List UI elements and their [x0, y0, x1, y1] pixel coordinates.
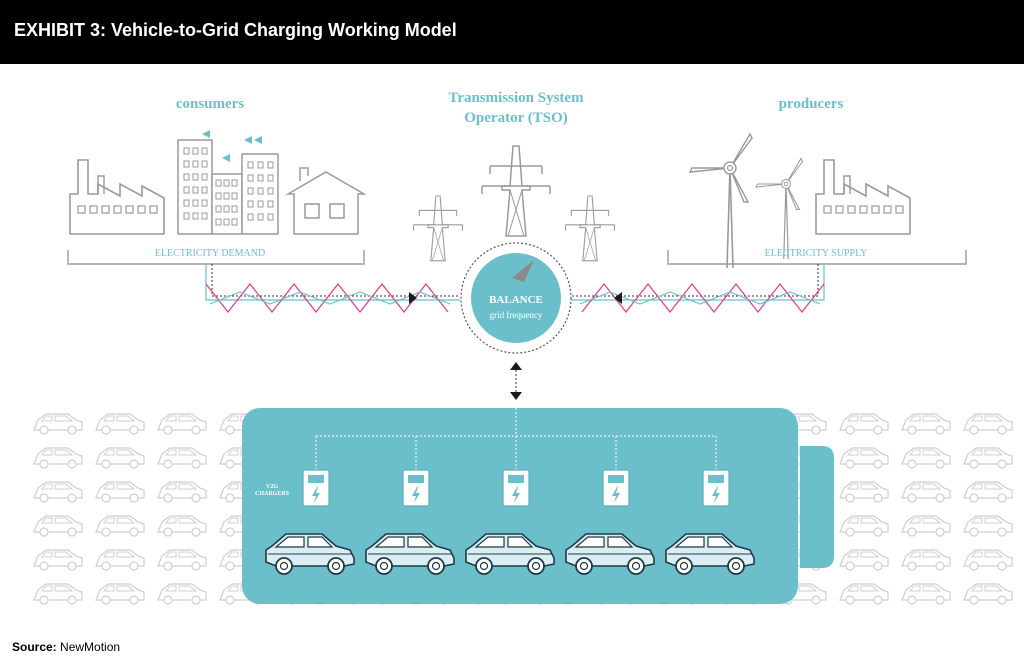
v2g-charger-icon — [602, 469, 630, 507]
parked-car-icon — [95, 515, 145, 537]
v2g-battery-panel: V2G CHARGERS — [242, 408, 834, 604]
parked-car-icon — [963, 583, 1013, 605]
parked-car-icon — [33, 583, 83, 605]
balance-grid-frequency: BALANCE grid frequency — [460, 242, 572, 354]
parked-car-icon — [95, 583, 145, 605]
parked-car-icon — [963, 413, 1013, 435]
parked-car-icon — [963, 549, 1013, 571]
parked-car-icon — [95, 447, 145, 469]
balance-subtitle: grid frequency — [490, 310, 543, 320]
parked-car-icon — [963, 481, 1013, 503]
gauge-needle-icon — [512, 260, 534, 282]
consumers-label: consumers — [176, 96, 244, 112]
source-value: NewMotion — [60, 640, 121, 654]
parked-car-icon — [963, 515, 1013, 537]
parked-car-icon — [157, 447, 207, 469]
parked-car-icon — [839, 549, 889, 571]
factory-icon — [815, 159, 911, 235]
v2g-charger-icon — [402, 469, 430, 507]
parked-car-icon — [901, 515, 951, 537]
house-icon — [285, 167, 367, 235]
parked-car-icon — [95, 413, 145, 435]
tso-label-line2: Operator (TSO) — [464, 110, 567, 126]
parked-car-icon — [33, 549, 83, 571]
parked-car-icon — [901, 481, 951, 503]
parked-car-icon — [839, 481, 889, 503]
supply-bracket — [667, 250, 967, 265]
parked-car-icon — [157, 515, 207, 537]
demand-signal-lines — [205, 264, 460, 313]
v2g-charger-icon — [302, 469, 330, 507]
source-label: Source: — [12, 640, 57, 654]
demand-bracket — [67, 250, 365, 265]
v2g-charger-icon — [702, 469, 730, 507]
parked-car-icon — [839, 583, 889, 605]
parked-car-icon — [839, 413, 889, 435]
parked-car-icon — [95, 549, 145, 571]
bidirectional-arrow-icon — [510, 362, 522, 400]
parked-car-icon — [839, 447, 889, 469]
parked-car-icon — [157, 481, 207, 503]
parked-car-icon — [901, 413, 951, 435]
supply-signal-lines — [570, 264, 825, 313]
parked-car-icon — [157, 583, 207, 605]
v2g-label-line2: CHARGERS — [255, 491, 290, 497]
consumers-illustration — [69, 130, 367, 235]
electricity-demand-label: ELECTRICITY DEMAND — [155, 248, 265, 259]
arrow-left-icon — [614, 292, 622, 304]
exhibit-header: EXHIBIT 3: Vehicle-to-Grid Charging Work… — [0, 0, 1024, 64]
parked-car-icon — [901, 447, 951, 469]
tso-label-line1: Transmission System — [448, 90, 584, 106]
producers-label: producers — [779, 96, 844, 112]
v2g-label-line1: V2G — [266, 484, 278, 490]
parked-car-icon — [157, 413, 207, 435]
battery-terminal — [800, 446, 834, 568]
balance-title: BALANCE — [489, 294, 543, 306]
parked-car-icon — [33, 413, 83, 435]
flag-icon — [202, 130, 262, 162]
source-note: Source: NewMotion — [12, 640, 120, 654]
factory-icon — [69, 159, 165, 235]
electricity-supply-label: ELECTRICITY SUPPLY — [765, 248, 868, 259]
exhibit-title: EXHIBIT 3: Vehicle-to-Grid Charging Work… — [14, 20, 457, 40]
parked-car-icon — [963, 447, 1013, 469]
arrow-right-icon — [409, 292, 417, 304]
parked-car-icon — [33, 515, 83, 537]
parked-car-icon — [901, 583, 951, 605]
parked-car-icon — [157, 549, 207, 571]
parked-car-icon — [95, 481, 145, 503]
v2g-diagram: consumers Transmission System Operator (… — [33, 90, 1013, 605]
parked-car-icon — [839, 515, 889, 537]
parked-car-icon — [33, 481, 83, 503]
parked-car-icon — [33, 447, 83, 469]
v2g-charger-icon — [502, 469, 530, 507]
parked-car-icon — [901, 549, 951, 571]
